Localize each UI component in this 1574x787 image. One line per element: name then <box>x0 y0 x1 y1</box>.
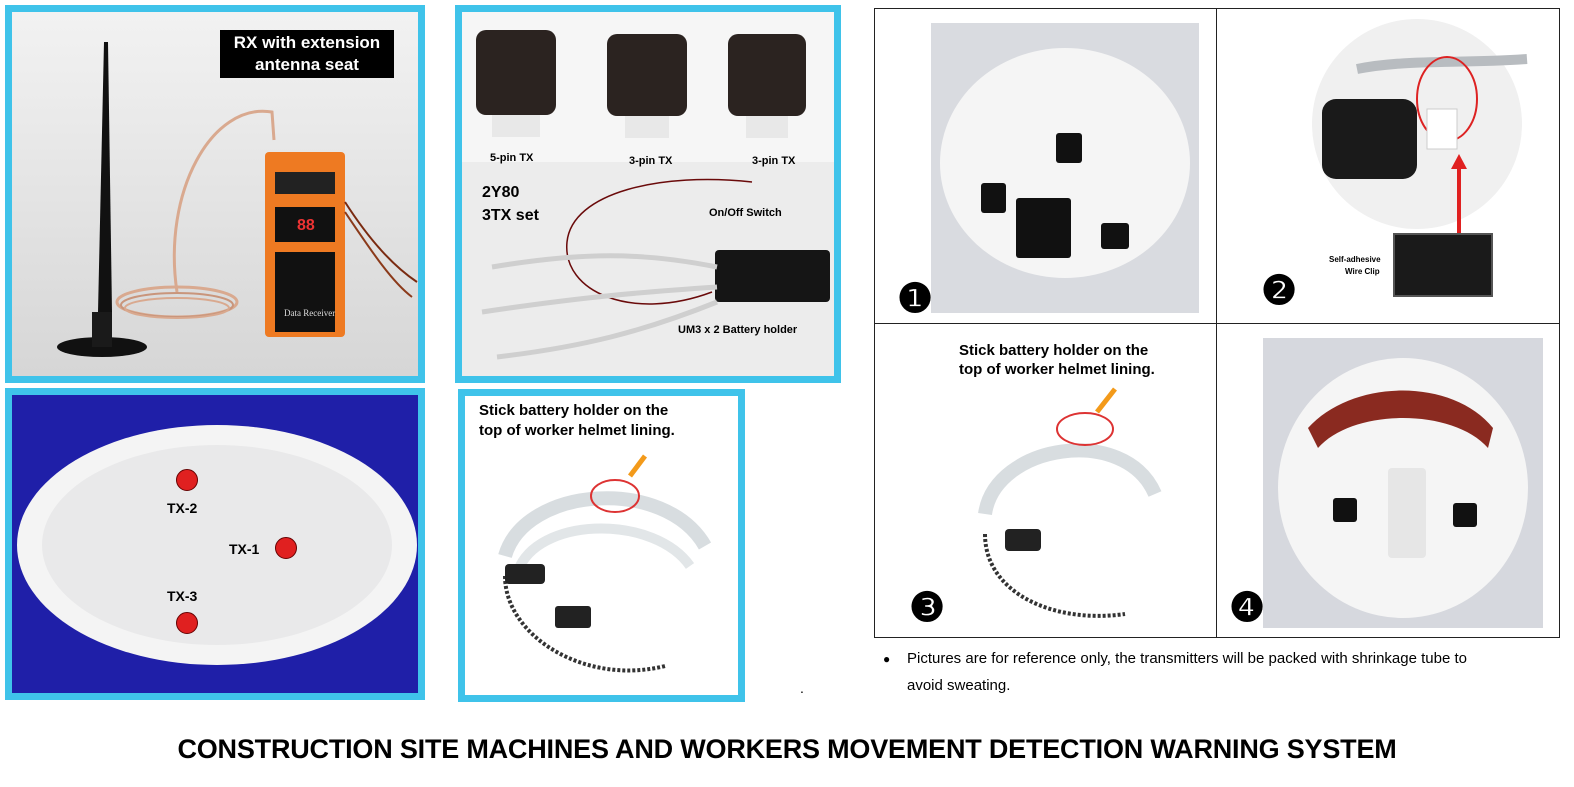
helmet-photo <box>17 425 417 665</box>
helmet-tx-panel: TX-2 TX-1 TX-3 <box>5 388 425 700</box>
step2-cell: Self-adhesive Wire Clip ❷ <box>1216 8 1560 324</box>
rx-label-line1: RX with extension <box>233 33 381 52</box>
tx2-label: 3-pin TX <box>629 155 673 167</box>
rx-label-box: RX with extension antenna seat <box>220 30 394 78</box>
note-line2: avoid sweating. <box>907 677 1011 694</box>
step3-cell: Stick battery holder on the top of worke… <box>874 323 1217 638</box>
rx-photo <box>57 42 418 357</box>
cell3-line1: Stick battery holder on the <box>959 342 1149 359</box>
lining-line2: top of worker helmet lining. <box>479 422 675 439</box>
set-line1: 2Y80 <box>482 184 520 201</box>
tx3-marker <box>176 612 198 634</box>
tx-set-panel: 5-pin TX 3-pin TX 3-pin TX 2Y80 3TX set … <box>455 5 841 383</box>
lining-panel: Stick battery holder on the top of worke… <box>458 389 745 702</box>
lining-photo <box>498 454 712 673</box>
tx3-text: TX-3 <box>167 588 198 604</box>
note-bullet: ● <box>883 652 891 666</box>
lining-line1: Stick battery holder on the <box>479 402 669 419</box>
stray-mark: . <box>800 680 804 696</box>
tx1-marker <box>275 537 297 559</box>
cell3-line2: top of worker helmet lining. <box>959 361 1155 378</box>
clip-line2: Wire Clip <box>1345 267 1380 276</box>
step1-cell: ❶ <box>874 8 1217 324</box>
step4-cell: ❹ <box>1216 323 1560 638</box>
switch-label: On/Off Switch <box>709 207 782 219</box>
wire-clip-image <box>1393 233 1493 297</box>
step2-photo <box>1312 19 1528 239</box>
set-line2: 3TX set <box>482 207 539 224</box>
tx-set-photo <box>462 30 834 376</box>
step1-number: ❶ <box>897 277 933 321</box>
tx1-text: TX-1 <box>229 541 260 557</box>
step1-photo <box>931 23 1199 313</box>
step3-number: ❸ <box>909 586 945 630</box>
battery-label: UM3 x 2 Battery holder <box>678 324 798 336</box>
device-display: 88 <box>297 217 315 234</box>
tx2-marker <box>176 469 198 491</box>
step3-photo <box>978 387 1162 618</box>
step4-photo <box>1263 338 1543 628</box>
step2-number: ❷ <box>1261 269 1297 313</box>
note-line1: Pictures are for reference only, the tra… <box>907 650 1467 667</box>
tx3-label: 3-pin TX <box>752 155 796 167</box>
step4-number: ❹ <box>1229 586 1265 630</box>
tx1-label: 5-pin TX <box>490 152 534 164</box>
rx-label-line2: antenna seat <box>255 55 359 74</box>
tx2-text: TX-2 <box>167 500 198 516</box>
footer-title: CONSTRUCTION SITE MACHINES AND WORKERS M… <box>177 734 1397 764</box>
rx-photo-panel: 88 Data Receiver RX with extension anten… <box>5 5 425 383</box>
clip-line1: Self-adhesive <box>1329 255 1381 264</box>
device-name: Data Receiver <box>284 308 336 318</box>
